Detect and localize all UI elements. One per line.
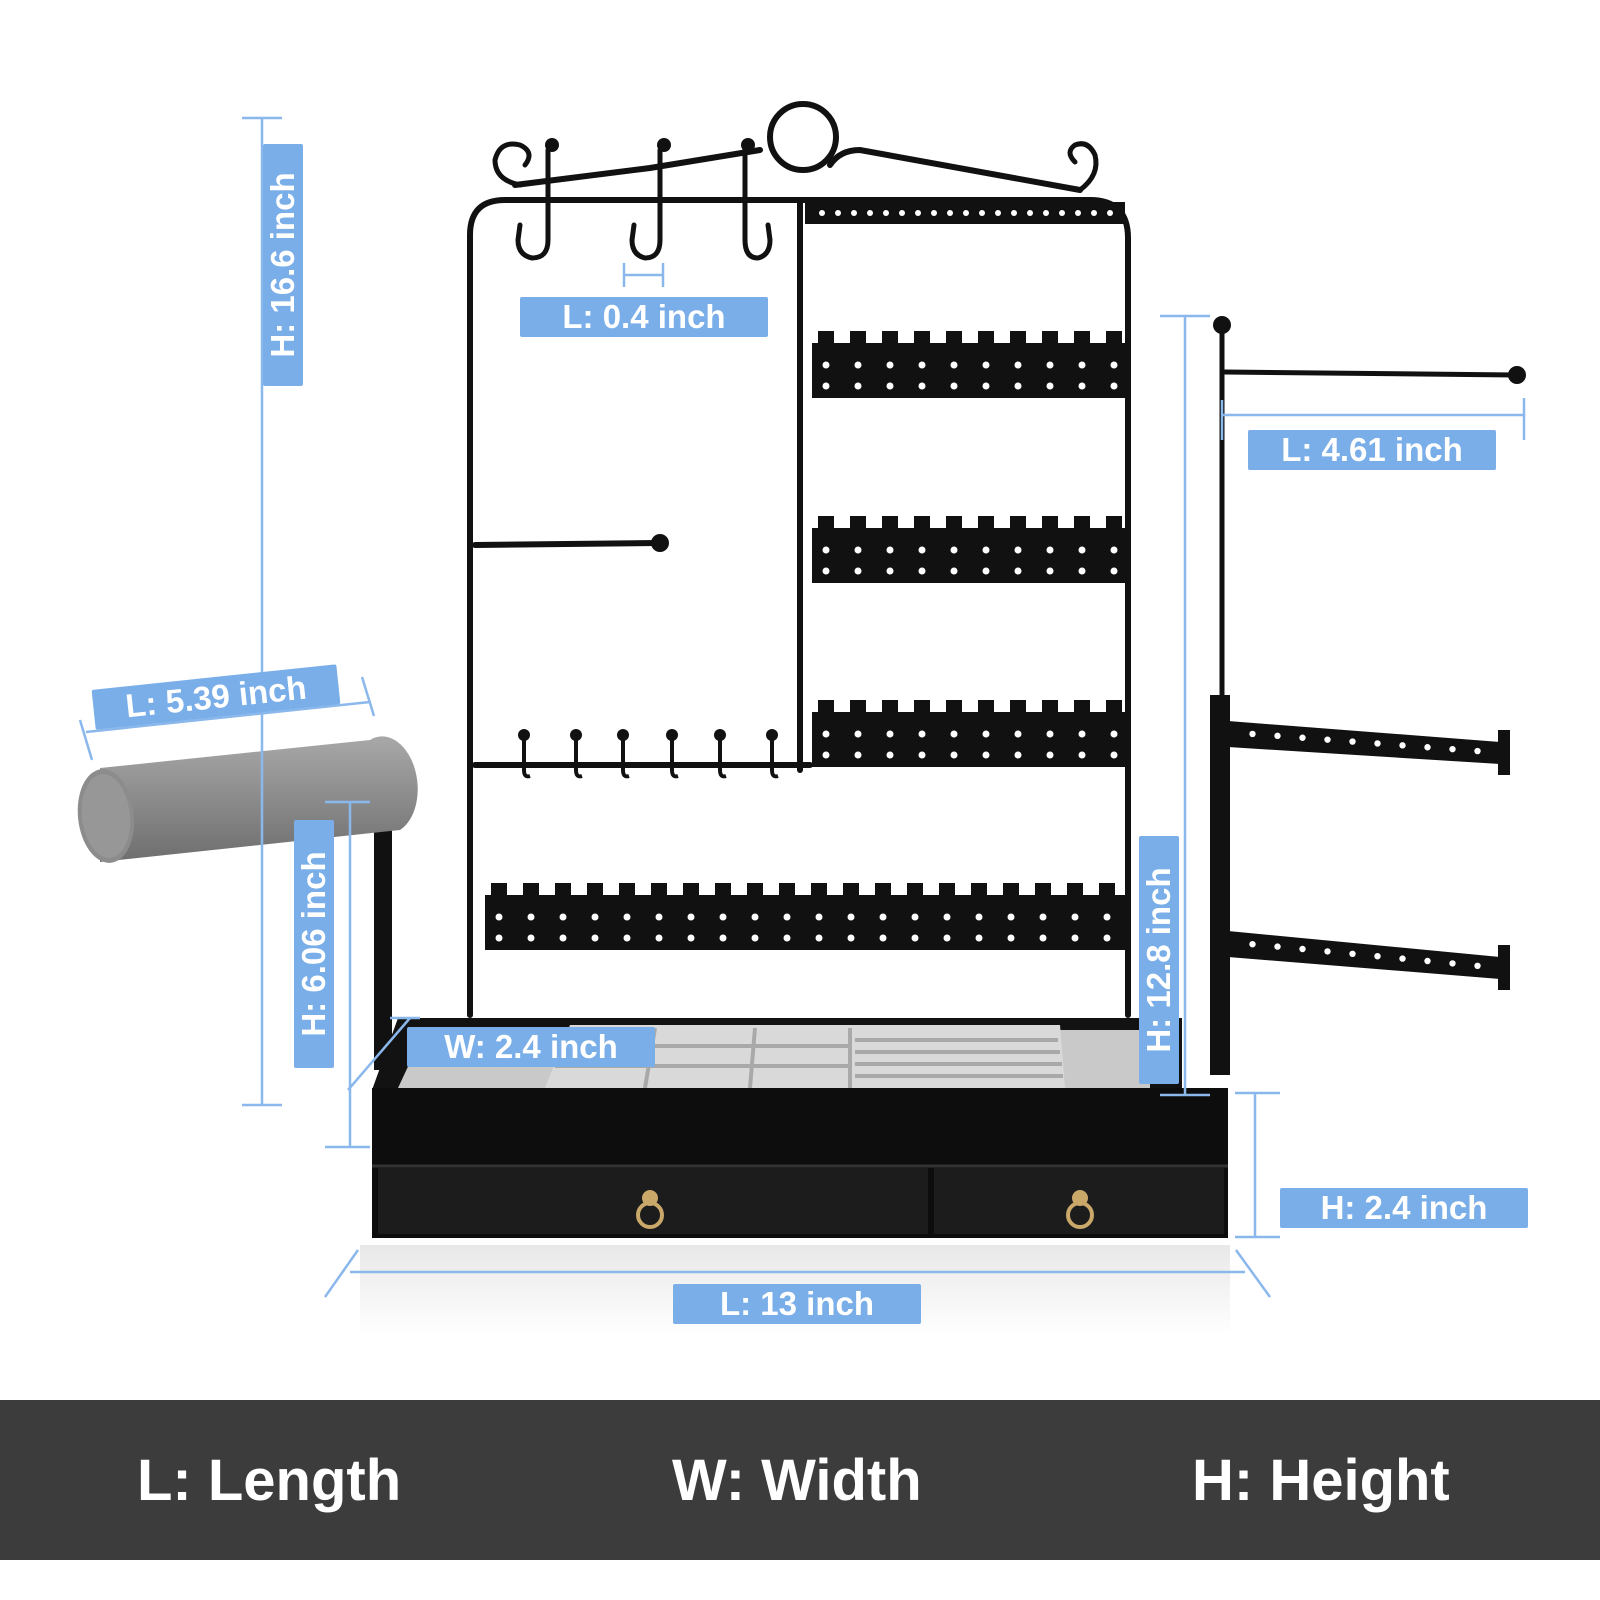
base-tray bbox=[372, 1018, 1228, 1238]
side-arm-panel-lower bbox=[1228, 931, 1510, 990]
label-bar-height: H: 6.06 inch bbox=[294, 820, 334, 1068]
side-arm-panels bbox=[1228, 721, 1510, 990]
earring-panel-1 bbox=[812, 331, 1125, 398]
label-side-arm-length: L: 4.61 inch bbox=[1248, 430, 1496, 470]
earring-panel-2 bbox=[812, 516, 1125, 583]
earring-panel-3 bbox=[812, 700, 1125, 767]
label-total-height: H: 16.6 inch bbox=[263, 144, 303, 386]
side-pole bbox=[1210, 322, 1518, 1075]
jewelry-organizer-illustration bbox=[77, 101, 1526, 1335]
legend-length: L: Length bbox=[137, 1447, 402, 1513]
label-tray-width: W: 2.4 inch bbox=[407, 1027, 655, 1067]
legend-height: H: Height bbox=[1192, 1447, 1450, 1513]
side-arm-panel-upper bbox=[1228, 721, 1510, 775]
legend-bar: L: Length W: Width H: Height bbox=[0, 1400, 1600, 1560]
small-hooks bbox=[522, 737, 779, 779]
small-hook-knobs bbox=[518, 729, 778, 741]
legend-width: W: Width bbox=[672, 1447, 922, 1513]
drawer-pull-icon bbox=[636, 1190, 1094, 1229]
bracelet-bar bbox=[77, 736, 418, 1070]
side-pole-knobs bbox=[1213, 316, 1526, 384]
dimension-lines bbox=[78, 116, 1526, 1298]
earring-panel-long bbox=[485, 883, 1125, 950]
earring-panel-top bbox=[805, 202, 1125, 224]
label-base-length: L: 13 inch bbox=[673, 1284, 921, 1324]
label-base-height: H: 2.4 inch bbox=[1280, 1188, 1528, 1228]
label-hook-gap: L: 0.4 inch bbox=[520, 297, 768, 337]
label-side-pole-height: H: 12.8 inch bbox=[1139, 836, 1179, 1084]
frame-knobs bbox=[545, 138, 755, 552]
earring-panels bbox=[485, 202, 1125, 950]
